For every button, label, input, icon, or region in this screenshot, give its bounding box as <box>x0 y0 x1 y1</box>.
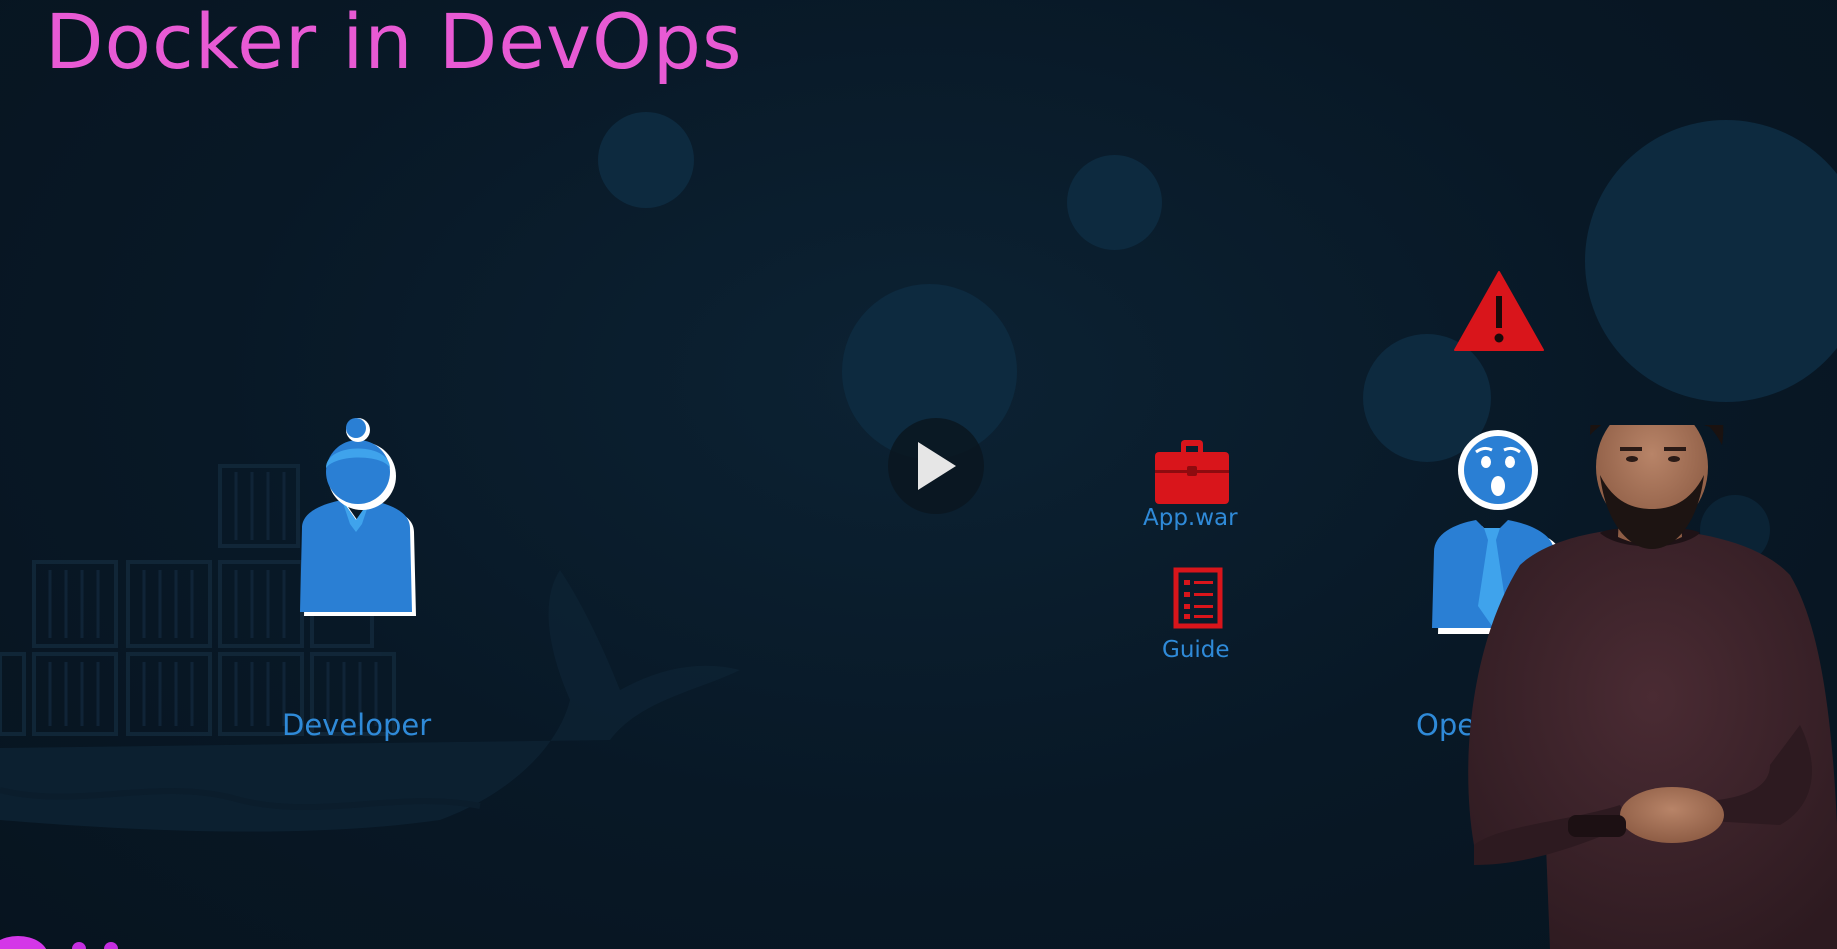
docker-whale-icon <box>0 464 740 832</box>
warning-triangle-icon <box>1454 271 1544 351</box>
background-bubble <box>1363 334 1491 462</box>
progress-indicator[interactable] <box>0 936 48 949</box>
presenter-video <box>1468 425 1837 949</box>
progress-indicator[interactable] <box>72 942 86 949</box>
play-button[interactable] <box>888 418 984 514</box>
background-bubble <box>1067 155 1162 250</box>
app-war-label: App.war <box>1143 505 1238 531</box>
guide-label: Guide <box>1162 637 1230 663</box>
female-developer-icon <box>300 418 416 616</box>
briefcase-icon <box>1155 440 1229 504</box>
developer-label: Developer <box>282 708 432 742</box>
background-bubble <box>598 112 694 208</box>
progress-indicator[interactable] <box>104 942 118 949</box>
play-icon <box>918 442 956 490</box>
slide-title: Docker in DevOps <box>45 0 743 86</box>
background-bubble <box>1585 120 1837 402</box>
checklist-document-icon <box>1173 567 1223 629</box>
